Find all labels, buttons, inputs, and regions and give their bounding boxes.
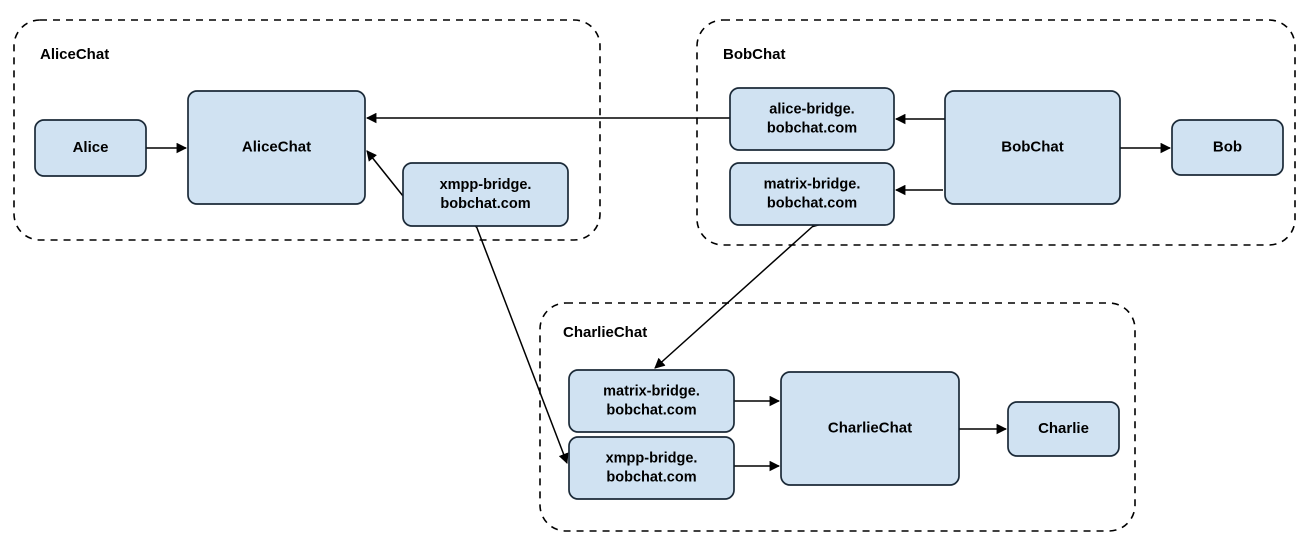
node-alicechat-server[interactable]: AliceChat bbox=[187, 90, 366, 205]
node-xmpp-bridge-charlie-box[interactable] bbox=[568, 436, 735, 500]
node-alice-bridge-bob-label-line-1: bobchat.com bbox=[767, 120, 857, 136]
node-matrix-bridge-bob-box[interactable] bbox=[729, 162, 895, 226]
node-alice-bridge-bob[interactable]: alice-bridge. bobchat.com bbox=[729, 87, 895, 151]
node-matrix-bridge-charlie-box[interactable] bbox=[568, 369, 735, 433]
node-charliechat-server-label-line-0: CharlieChat bbox=[828, 419, 912, 436]
node-matrix-bridge-bob-label-line-0: matrix-bridge. bbox=[764, 176, 861, 192]
node-alice-bridge-bob-box[interactable] bbox=[729, 87, 895, 151]
node-alice-xmpp-bridge-label-line-1: bobchat.com bbox=[440, 196, 530, 212]
node-bobchat-server-label-line-0: BobChat bbox=[1001, 138, 1064, 155]
group-bobchat: BobChat bbox=[696, 19, 1296, 246]
node-bobchat-server-box[interactable] bbox=[944, 90, 1121, 205]
node-alicechat-server-box[interactable] bbox=[187, 90, 366, 205]
group-charliechat-label: CharlieChat bbox=[563, 324, 647, 341]
group-alicechat-label: AliceChat bbox=[40, 46, 109, 63]
node-alice-xmpp-bridge[interactable]: xmpp-bridge. bobchat.com bbox=[402, 162, 569, 227]
node-alice[interactable]: Alice bbox=[34, 119, 147, 177]
edge-matrixbridge-bob-charlie bbox=[654, 216, 823, 369]
node-xmpp-bridge-charlie-label-line-0: xmpp-bridge. bbox=[606, 450, 698, 466]
node-alice-xmpp-bridge-box[interactable] bbox=[402, 162, 569, 227]
node-alicechat-server-label-line-0: AliceChat bbox=[242, 138, 311, 155]
node-matrix-bridge-charlie[interactable]: matrix-bridge. bobchat.com bbox=[568, 369, 735, 433]
node-xmpp-bridge-charlie-label-line-1: bobchat.com bbox=[606, 469, 696, 485]
group-bobchat-label: BobChat bbox=[723, 46, 786, 63]
edge-xmppbridge-alicechat bbox=[366, 150, 414, 207]
node-matrix-bridge-bob-label-line-1: bobchat.com bbox=[767, 195, 857, 211]
group-bobchat-frame bbox=[696, 19, 1296, 246]
node-xmpp-bridge-charlie[interactable]: xmpp-bridge. bobchat.com bbox=[568, 436, 735, 500]
node-alice-xmpp-bridge-label-line-0: xmpp-bridge. bbox=[440, 177, 532, 193]
node-alice-label-line-0: Alice bbox=[73, 139, 109, 156]
edge-xmppbridge-alice-charlie bbox=[468, 217, 569, 464]
edges bbox=[138, 112, 1172, 472]
node-alice-box[interactable] bbox=[34, 119, 147, 177]
node-matrix-bridge-bob[interactable]: matrix-bridge. bobchat.com bbox=[729, 162, 895, 226]
node-matrix-bridge-charlie-label-line-0: matrix-bridge. bbox=[603, 383, 700, 399]
node-charlie[interactable]: Charlie bbox=[1007, 401, 1120, 457]
node-bob-box[interactable] bbox=[1171, 119, 1284, 176]
node-matrix-bridge-charlie-label-line-1: bobchat.com bbox=[606, 402, 696, 418]
node-charliechat-server[interactable]: CharlieChat bbox=[780, 371, 960, 486]
node-bob[interactable]: Bob bbox=[1171, 119, 1284, 176]
node-bob-label-line-0: Bob bbox=[1213, 138, 1242, 155]
group-alicechat: AliceChat bbox=[13, 19, 601, 241]
node-bobchat-server[interactable]: BobChat bbox=[944, 90, 1121, 205]
node-charlie-label-line-0: Charlie bbox=[1038, 420, 1089, 437]
node-charlie-box[interactable] bbox=[1007, 401, 1120, 457]
node-alice-bridge-bob-label-line-0: alice-bridge. bbox=[769, 101, 854, 117]
group-alicechat-frame bbox=[13, 19, 601, 241]
node-charliechat-server-box[interactable] bbox=[780, 371, 960, 486]
